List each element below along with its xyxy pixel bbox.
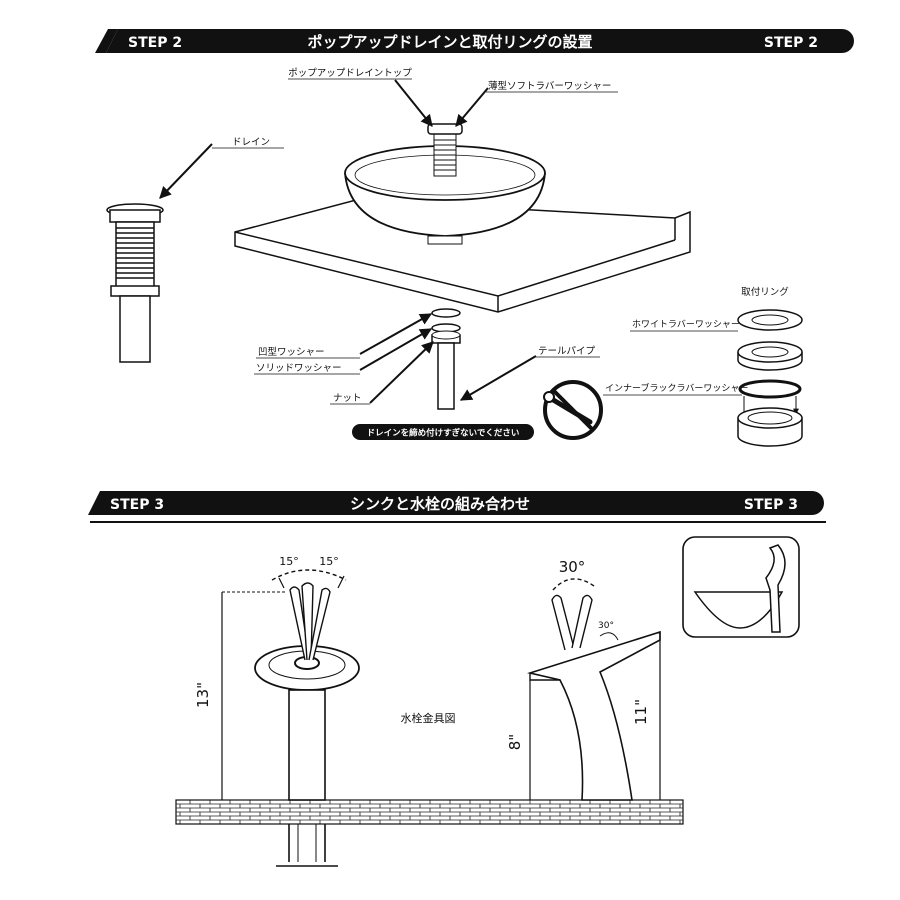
countertop — [234, 199, 691, 313]
step3-banner: STEP 3 シンクと水栓の組み合わせ STEP 3 — [88, 491, 824, 515]
angle-30-top-label: 30° — [559, 558, 586, 576]
step2-title: ポップアップドレインと取付リングの設置 — [307, 33, 592, 51]
label-drain-top: ポップアップドレイントップ — [288, 68, 412, 79]
drain-assembly — [106, 203, 164, 363]
warning-text: ドレインを締め付けすぎないでください — [367, 428, 520, 439]
label-tail-pipe: テールパイプ — [538, 346, 596, 357]
faucet-drawing-label: 水栓金具図 — [401, 711, 456, 725]
vessel-sink — [344, 123, 546, 245]
step2-left-label: STEP 2 — [128, 35, 182, 51]
washer-stack — [431, 308, 461, 410]
label-concave-washer: 凹型ワッシャー — [258, 347, 325, 358]
counter-slab — [175, 799, 684, 825]
warning-badge — [352, 424, 534, 440]
height-11-label: 11" — [632, 699, 650, 725]
step2-banner: STEP 2 ポップアップドレインと取付リングの設置 STEP 2 — [95, 29, 854, 53]
label-mount-ring: 取付リング — [741, 286, 789, 298]
step3-right-label: STEP 3 — [744, 497, 798, 513]
height-13-label: 13" — [194, 682, 212, 708]
step3-title: シンクと水栓の組み合わせ — [350, 495, 530, 513]
label-nut: ナット — [333, 393, 362, 404]
inset-illustration — [682, 536, 800, 638]
label-inner-black-washer: インナーブラックラバーワッシャー — [605, 382, 748, 394]
angle-left-label: 15° — [279, 555, 299, 568]
angle-30-small-label: 30° — [598, 621, 614, 631]
height-8-label: 8" — [506, 734, 524, 750]
step2-right-label: STEP 2 — [764, 35, 818, 51]
label-solid-washer: ソリッドワッシャー — [256, 363, 342, 374]
faucet-front-view — [221, 569, 360, 867]
label-thin-washer: 薄型ソフトラバーワッシャー — [488, 80, 611, 92]
label-white-washer: ホワイトラバーワッシャー — [632, 319, 740, 330]
faucet-side-view — [526, 578, 661, 801]
no-wrench-icon — [543, 380, 603, 440]
step2-callouts — [159, 79, 537, 404]
angle-right-label: 15° — [319, 555, 339, 568]
step3-left-label: STEP 3 — [110, 497, 164, 513]
label-drain: ドレイン — [232, 137, 270, 148]
mounting-ring-parts — [737, 309, 803, 447]
